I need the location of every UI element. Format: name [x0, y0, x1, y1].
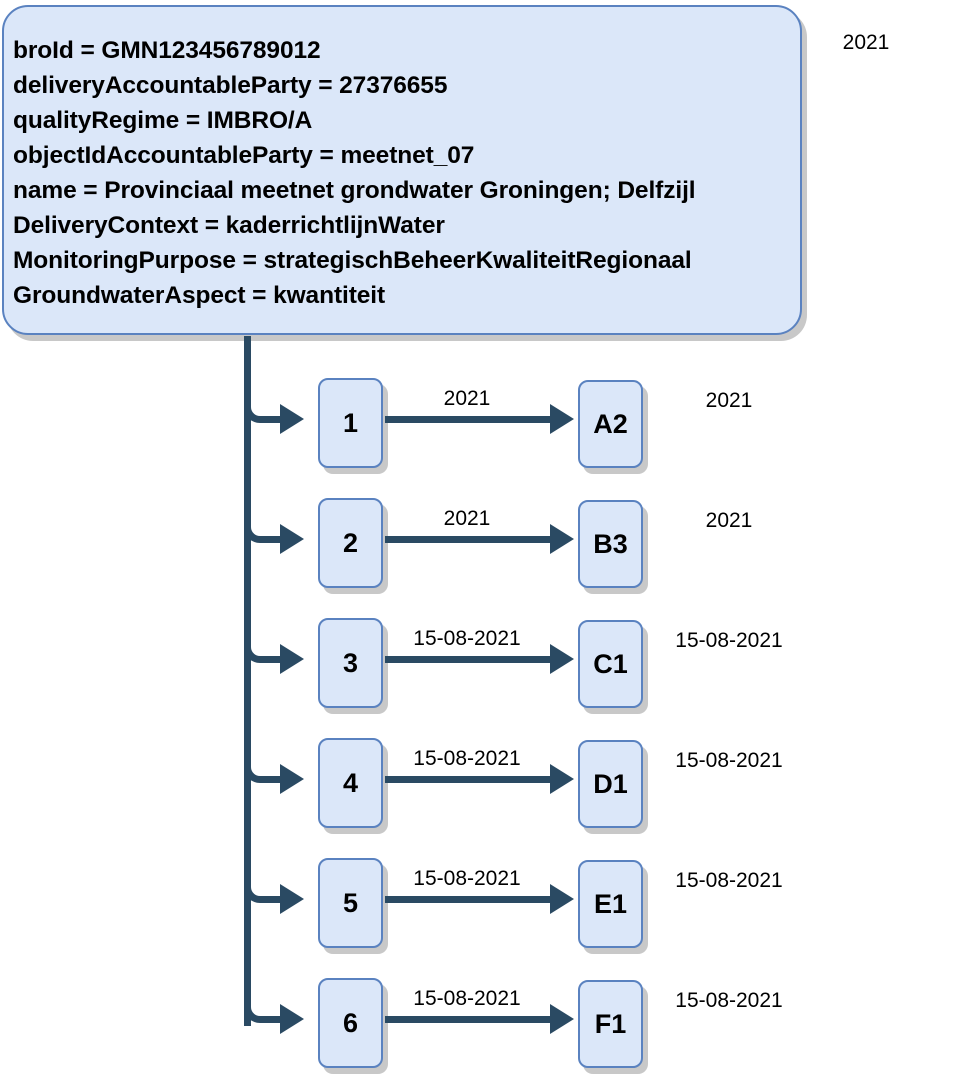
- measuring-point-node[interactable]: 6: [318, 978, 383, 1068]
- branch-elbow: [244, 515, 272, 543]
- branch-elbow: [244, 875, 272, 903]
- branch-stub: [266, 416, 284, 423]
- arrowhead-icon: [550, 764, 574, 794]
- measuring-point-node[interactable]: 3: [318, 618, 383, 708]
- branch-row: 3 15-08-2021 C1 15-08-2021: [0, 618, 960, 718]
- branch-row: 5 15-08-2021 E1 15-08-2021: [0, 858, 960, 958]
- branch-stub: [266, 536, 284, 543]
- attribute-line-broid: broId = GMN123456789012: [13, 37, 321, 64]
- well-node[interactable]: F1: [578, 980, 643, 1068]
- arrowhead-icon: [280, 764, 304, 794]
- row-date-label: 15-08-2021: [675, 869, 783, 892]
- branch-stub: [266, 896, 284, 903]
- attribute-line-groundwater-aspect: GroundwaterAspect = kwantiteit: [13, 282, 386, 309]
- branch-elbow: [244, 395, 272, 423]
- well-node[interactable]: A2: [578, 380, 643, 468]
- branch-stub: [266, 776, 284, 783]
- edge-date-label: 15-08-2021: [413, 987, 521, 1010]
- branch-elbow: [244, 755, 272, 783]
- branch-row: 1 2021 A2 2021: [0, 378, 960, 478]
- edge-date-label: 15-08-2021: [413, 867, 521, 890]
- measuring-point-node[interactable]: 5: [318, 858, 383, 948]
- row-date-label: 2021: [705, 509, 753, 532]
- well-node[interactable]: C1: [578, 620, 643, 708]
- well-node[interactable]: E1: [578, 860, 643, 948]
- row-date-label: 15-08-2021: [675, 629, 783, 652]
- edge-date-label: 15-08-2021: [413, 747, 521, 770]
- row-date-label: 15-08-2021: [675, 749, 783, 772]
- measuring-point-node[interactable]: 1: [318, 378, 383, 468]
- root-attribute-box[interactable]: broId = GMN123456789012 deliveryAccounta…: [2, 5, 802, 335]
- attribute-line-delivery-context: DeliveryContext = kaderrichtlijnWater: [13, 212, 445, 239]
- edge-date-label: 2021: [443, 387, 491, 410]
- arrowhead-icon: [280, 884, 304, 914]
- branch-stub: [266, 656, 284, 663]
- well-node[interactable]: B3: [578, 500, 643, 588]
- edge-line: [385, 536, 555, 543]
- trunk-line: [244, 336, 251, 1026]
- edge-line: [385, 656, 555, 663]
- edge-date-label: 2021: [443, 507, 491, 530]
- edge-line: [385, 1016, 555, 1023]
- well-node[interactable]: D1: [578, 740, 643, 828]
- arrowhead-icon: [550, 524, 574, 554]
- edge-date-label: 15-08-2021: [413, 627, 521, 650]
- branch-row: 4 15-08-2021 D1 15-08-2021: [0, 738, 960, 838]
- arrowhead-icon: [550, 1004, 574, 1034]
- arrowhead-icon: [280, 1004, 304, 1034]
- arrowhead-icon: [280, 404, 304, 434]
- branch-elbow: [244, 995, 272, 1023]
- branch-row: 6 15-08-2021 F1 15-08-2021: [0, 978, 960, 1078]
- attribute-line-monitoring-purpose: MonitoringPurpose = strategischBeheerKwa…: [13, 247, 692, 274]
- edge-line: [385, 416, 555, 423]
- edge-line: [385, 896, 555, 903]
- arrowhead-icon: [550, 884, 574, 914]
- edge-line: [385, 776, 555, 783]
- root-attribute-list: broId = GMN123456789012 deliveryAccounta…: [13, 33, 792, 313]
- attribute-line-quality-regime: qualityRegime = IMBRO/A: [13, 107, 313, 134]
- arrowhead-icon: [550, 404, 574, 434]
- attribute-line-object-id: objectIdAccountableParty = meetnet_07: [13, 142, 475, 169]
- branch-elbow: [244, 635, 272, 663]
- branch-row: 2 2021 B3 2021: [0, 498, 960, 598]
- attribute-line-delivery-party: deliveryAccountableParty = 27376655: [13, 72, 448, 99]
- measuring-point-node[interactable]: 2: [318, 498, 383, 588]
- attribute-line-name: name = Provinciaal meetnet grondwater Gr…: [13, 177, 696, 204]
- arrowhead-icon: [550, 644, 574, 674]
- row-date-label: 15-08-2021: [675, 989, 783, 1012]
- arrowhead-icon: [280, 644, 304, 674]
- row-date-label: 2021: [705, 389, 753, 412]
- measuring-point-node[interactable]: 4: [318, 738, 383, 828]
- arrowhead-icon: [280, 524, 304, 554]
- branch-stub: [266, 1016, 284, 1023]
- root-date-label: 2021: [842, 31, 890, 54]
